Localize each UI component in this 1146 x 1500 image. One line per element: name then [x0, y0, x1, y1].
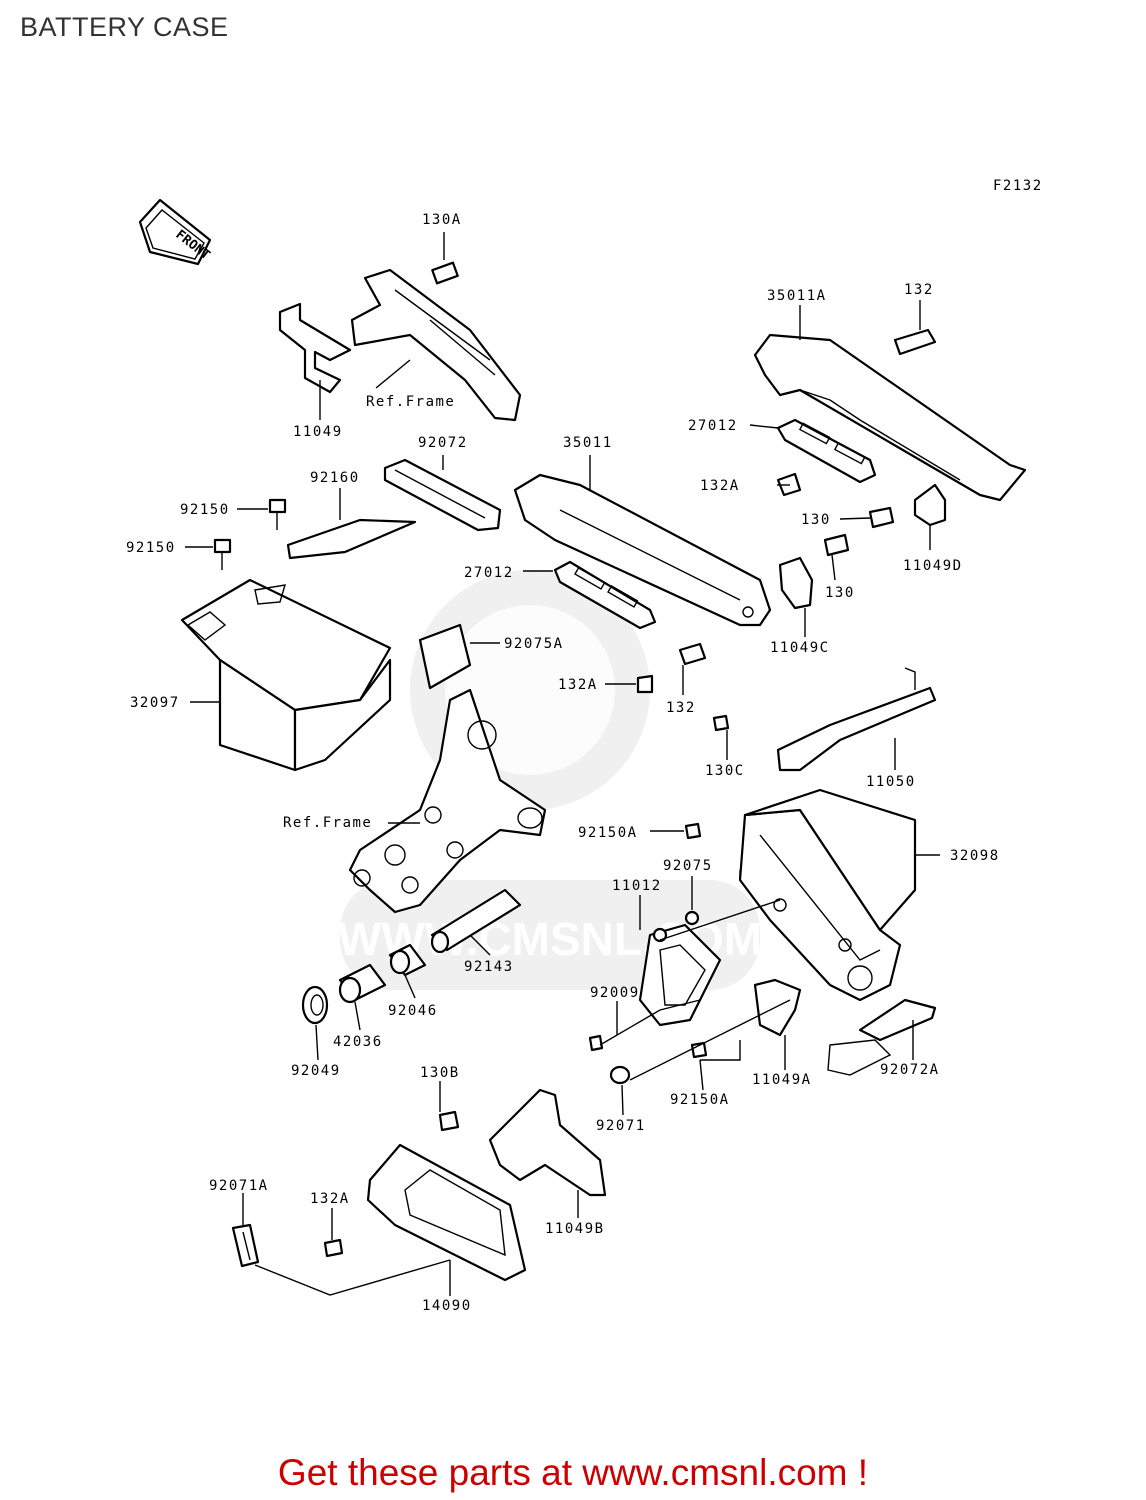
label-27012-bottom: 27012 [464, 565, 514, 581]
label-92150-2: 92150 [126, 540, 176, 556]
cover-32098 [738, 788, 917, 1002]
bracket-11049D [868, 483, 947, 529]
figure-code: F2132 [993, 178, 1043, 194]
label-32097: 32097 [130, 695, 180, 711]
label-130A: 130A [422, 212, 462, 228]
label-11049: 11049 [293, 424, 343, 440]
strap-92072A [827, 998, 937, 1076]
bracket-11049B [438, 1088, 607, 1197]
exploded-parts-diagram: WWW.CMSNL.COM FRONT F2132 [126, 178, 1043, 1314]
label-11050: 11050 [866, 774, 916, 790]
label-35011: 35011 [563, 435, 613, 451]
front-arrow-icon: FRONT [138, 198, 213, 266]
collar-92143 [430, 888, 522, 954]
label-130B: 130B [420, 1065, 460, 1081]
label-132-top: 132 [904, 282, 934, 298]
label-92150-1: 92150 [180, 502, 230, 518]
label-92075A: 92075A [504, 636, 564, 652]
label-92072A: 92072A [880, 1062, 940, 1078]
bushing-92046 [388, 943, 427, 977]
label-130-2: 130 [825, 585, 855, 601]
leader-lines [185, 232, 940, 1296]
screw-92009 [588, 1034, 604, 1052]
strap-92072 [383, 458, 502, 532]
cover-14090 [323, 1143, 527, 1282]
label-11049A: 11049A [752, 1072, 812, 1088]
part-labels: 130A 11049 Ref.Frame 35011A 132 27012 13… [126, 212, 1000, 1314]
label-92049: 92049 [291, 1063, 341, 1079]
bolt-92150-left [213, 538, 232, 570]
label-14090: 14090 [422, 1298, 472, 1314]
label-92071: 92071 [596, 1118, 646, 1134]
label-ref-frame-1: Ref.Frame [366, 394, 455, 410]
grommet-92071A [231, 1223, 260, 1268]
label-92143: 92143 [464, 959, 514, 975]
label-132A-3: 132A [310, 1191, 350, 1207]
bracket-11050 [712, 667, 937, 772]
label-130-1: 130 [801, 512, 831, 528]
holder-35011 [513, 473, 850, 627]
grommet-92071 [609, 1065, 631, 1085]
label-92046: 92046 [388, 1003, 438, 1019]
footer-promo-link[interactable]: Get these parts at www.cmsnl.com ! [277, 1452, 869, 1493]
battery-box-32097 [180, 578, 392, 772]
label-ref-frame-2: Ref.Frame [283, 815, 372, 831]
label-11049C: 11049C [770, 640, 830, 656]
plate-27012-top [776, 418, 877, 497]
sheet-92075A [418, 623, 472, 690]
bolt-92150A-upper [684, 822, 702, 840]
bracket-35011A [753, 328, 1027, 502]
label-92160: 92160 [310, 470, 360, 486]
label-92072: 92072 [418, 435, 468, 451]
label-132A-1: 132A [700, 478, 740, 494]
page-title: BATTERY CASE [20, 12, 229, 42]
frame-upper-part [278, 261, 522, 422]
label-27012-top: 27012 [688, 418, 738, 434]
label-130C: 130C [705, 763, 745, 779]
label-92150A-2: 92150A [670, 1092, 730, 1108]
label-92075: 92075 [663, 858, 713, 874]
pad-92160 [286, 518, 417, 560]
grommet-92075 [684, 910, 700, 926]
bolt-92150-top [268, 498, 287, 530]
label-35011A: 35011A [767, 288, 827, 304]
label-92009: 92009 [590, 985, 640, 1001]
label-132-bottom: 132 [666, 700, 696, 716]
label-11049B: 11049B [545, 1221, 605, 1237]
plate-27012-bottom [553, 560, 707, 694]
bushing-42036 [338, 963, 387, 1004]
label-132A-2: 132A [558, 677, 598, 693]
label-42036: 42036 [333, 1034, 383, 1050]
label-92150A-1: 92150A [578, 825, 638, 841]
label-11049D: 11049D [903, 558, 963, 574]
label-32098: 32098 [950, 848, 1000, 864]
seal-92049 [301, 985, 329, 1025]
label-92071A: 92071A [209, 1178, 269, 1194]
bracket-11049A [753, 978, 802, 1037]
label-11012: 11012 [612, 878, 662, 894]
